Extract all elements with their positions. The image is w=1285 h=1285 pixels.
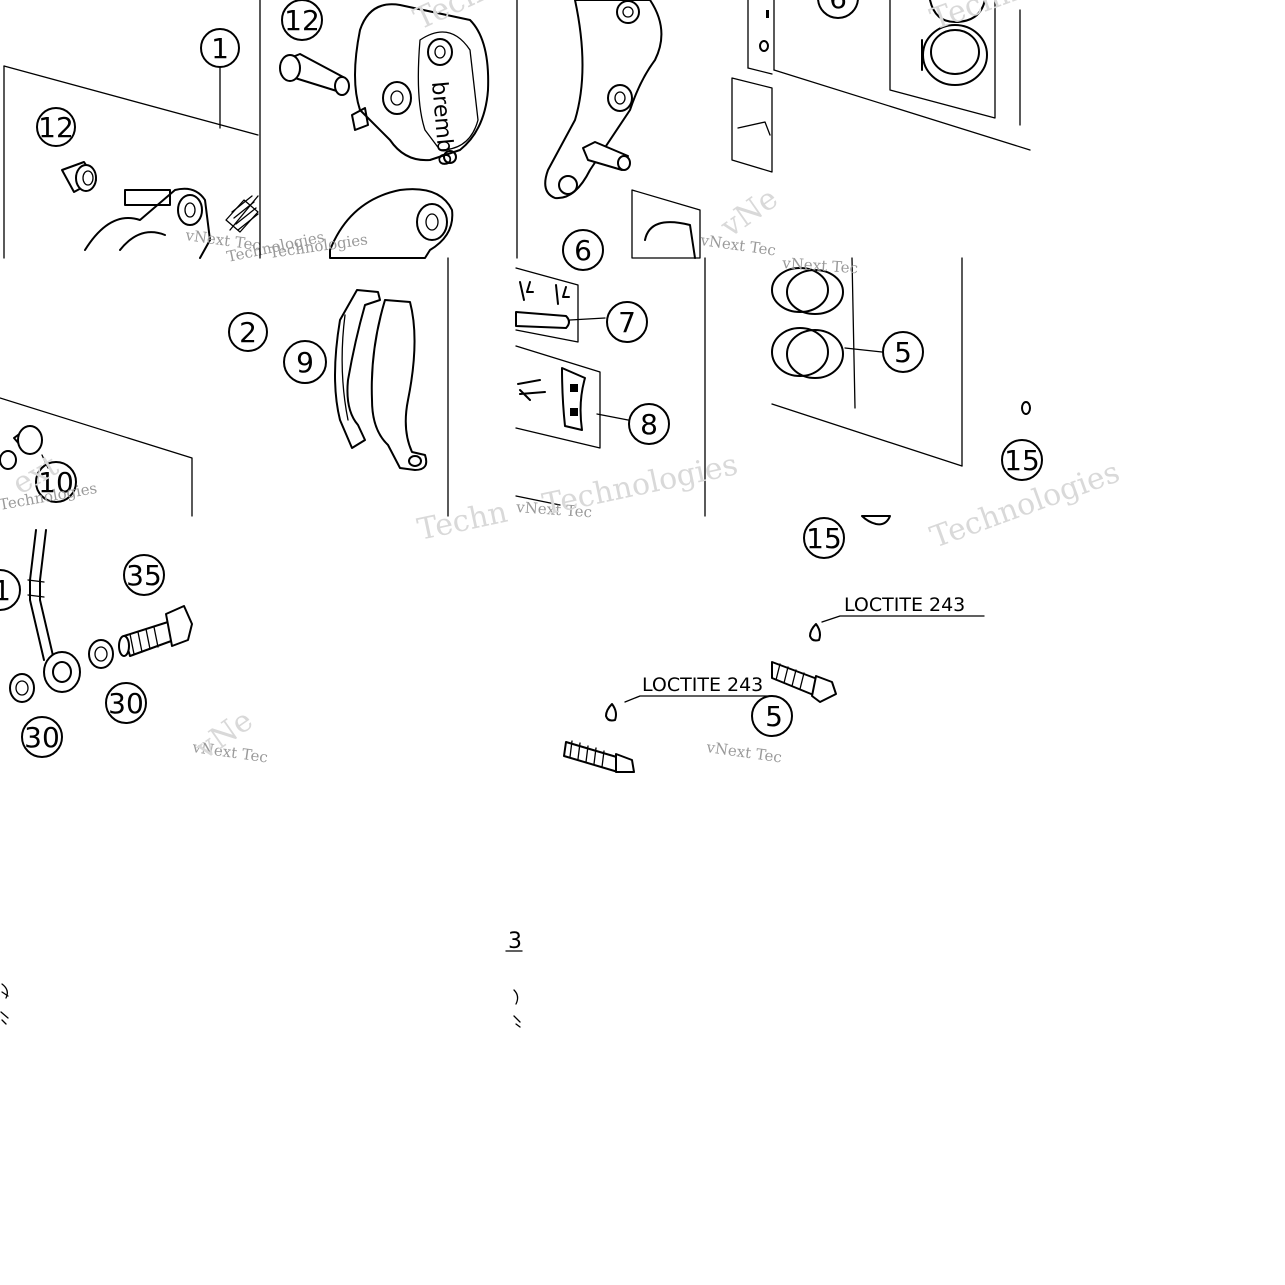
watermark: Techn [414,495,510,548]
callout-12: 12 [38,111,74,144]
tile-bolt-loctite-b: 15 LOCTITE 243 5 Technologies [751,455,1124,737]
watermark: vNext Tec [704,738,783,767]
tile-brake-line: 35 30 30 1 vNext Tec vNe [0,529,269,767]
callout-9: 9 [296,346,314,379]
callout-7: 7 [618,306,636,339]
tile-caliper-support: 6 vNext Tec vNe [516,0,785,271]
watermark: vNext Tec [515,498,593,521]
tile-pistons: 6 Techn [773,0,1031,151]
callout-fragment: 3 [508,929,522,954]
loctite-label: LOCTITE 243 [844,594,965,616]
callout-15: 15 [806,522,842,555]
tile-brake-pads: 9 Techn [283,257,511,548]
tile-caliper-brembo: 12 brembo Techn Technologies [259,0,506,262]
callout-8: 8 [640,408,658,441]
tile-bleeder: 2 10 Technologies ext [0,312,268,517]
callout-30: 30 [108,687,144,720]
callout-1: 1 [0,574,11,607]
watermark: vNext Tec [781,254,859,277]
tile-caliper-left: 1 12 vNext Tec Technologies [3,28,326,266]
callout-1: 1 [211,32,229,65]
callout-30: 30 [24,721,60,754]
tile-pins-springs: 7 8 vNext Tec Technologies [515,257,741,523]
callout-5: 5 [894,336,912,369]
tile-piston-seals: 5 15 vNext Tec [771,254,1043,481]
callout-5: 5 [765,700,783,733]
lower-fragments: 3 [0,929,523,1028]
callout-12: 12 [284,4,320,37]
loctite-label: LOCTITE 243 [642,674,763,696]
watermark: Technologies [539,447,740,523]
callout-35: 35 [126,559,162,592]
callout-6: 6 [829,0,847,15]
callout-15: 15 [1004,444,1040,477]
callout-10: 10 [38,466,74,499]
callout-6: 6 [574,234,592,267]
callout-2: 2 [239,316,257,349]
tile-bolt-loctite-a: LOCTITE 243 vNext Tec [563,674,783,773]
